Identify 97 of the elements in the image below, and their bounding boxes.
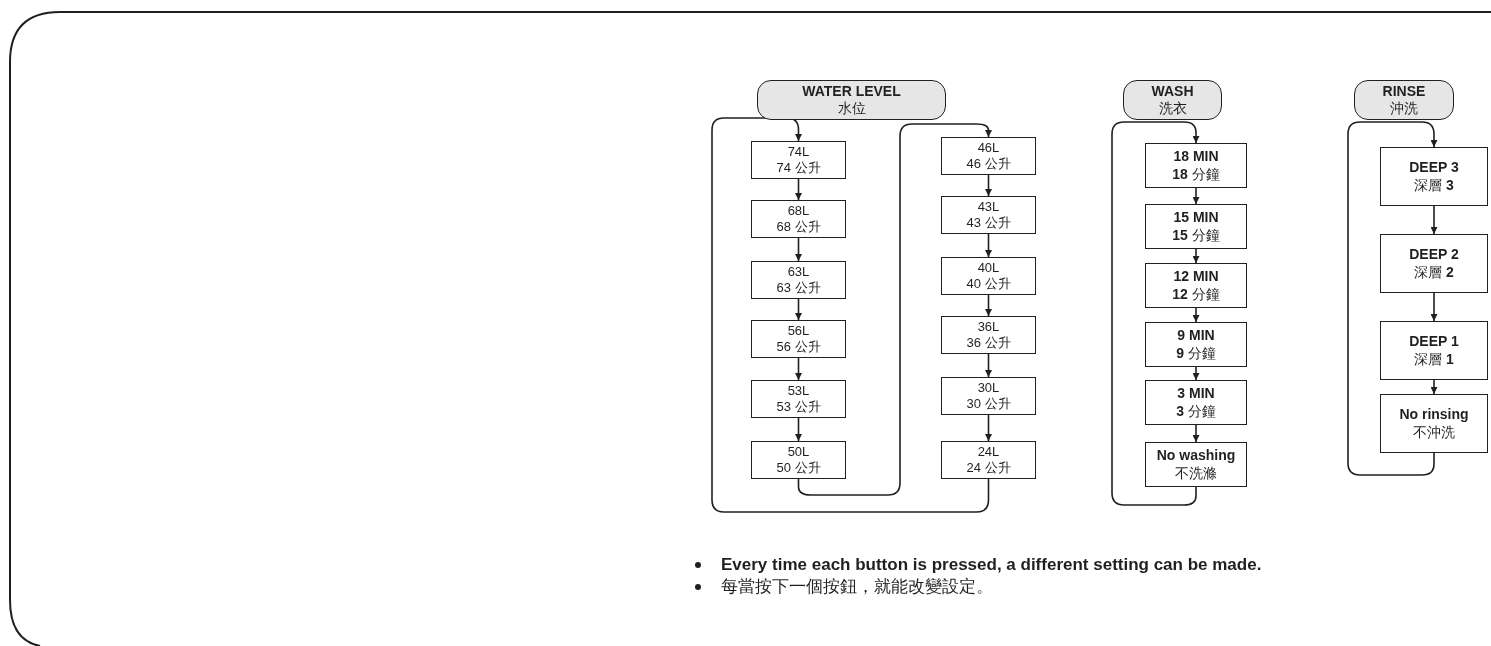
chinese-label: 洗衣 <box>1158 100 1187 118</box>
setting-box <box>1145 143 1247 188</box>
setting-name: 50L <box>787 443 810 460</box>
setting-name: 43L <box>977 198 1000 215</box>
setting-name: 12 MIN <box>1173 268 1219 286</box>
setting-box <box>751 441 846 479</box>
button-label-box <box>1123 80 1222 120</box>
arrow <box>795 178 802 201</box>
chinese-label: 深層 1 <box>1414 350 1454 368</box>
setting-name: 63L <box>787 263 810 280</box>
note-text: 每當按下一個按鈕，就能改變設定。 <box>721 576 993 598</box>
setting-box <box>751 380 846 418</box>
setting-name: DEEP 3 <box>1409 159 1459 177</box>
arrow <box>795 237 802 262</box>
setting-box <box>751 200 846 238</box>
chinese-label: 43 公升 <box>966 215 1011 232</box>
chinese-label: 40 公升 <box>966 276 1011 293</box>
setting-name: 9 MIN <box>1177 327 1215 345</box>
chinese-label: 56 公升 <box>776 339 821 356</box>
setting-name: DEEP 2 <box>1409 246 1459 264</box>
setting-name: 24L <box>977 443 1000 460</box>
arrow <box>795 357 802 381</box>
chinese-label: 36 公升 <box>966 335 1011 352</box>
chinese-label: 74 公升 <box>776 160 821 177</box>
setting-name: 36L <box>977 318 1000 335</box>
chinese-label: 18 分鐘 <box>1172 165 1220 183</box>
chinese-label: 9 分鐘 <box>1176 344 1216 362</box>
arrow <box>985 414 992 442</box>
arrow <box>795 417 802 442</box>
arrow <box>985 174 992 197</box>
setting-box <box>1380 234 1488 293</box>
setting-box <box>1145 322 1247 367</box>
chinese-label: 水位 <box>837 100 866 118</box>
setting-box <box>941 137 1036 175</box>
arrow <box>1192 248 1200 264</box>
arrow <box>985 233 992 258</box>
setting-name: No washing <box>1156 447 1236 465</box>
chinese-label: 深層 2 <box>1414 263 1454 281</box>
chinese-label: 63 公升 <box>776 280 821 297</box>
button-label-box <box>757 80 946 120</box>
setting-box <box>751 261 846 299</box>
setting-name: 74L <box>787 143 810 160</box>
setting-name: 68L <box>787 202 810 219</box>
chinese-label: 12 分鐘 <box>1172 285 1220 303</box>
setting-box <box>751 320 846 358</box>
arrow <box>1192 366 1200 381</box>
setting-box <box>941 316 1036 354</box>
setting-box <box>1145 204 1247 249</box>
chinese-label: 不洗滌 <box>1175 464 1217 482</box>
setting-name: 40L <box>977 259 1000 276</box>
arrow <box>1430 379 1438 395</box>
setting-name: 30L <box>977 379 1000 396</box>
setting-name: 53L <box>787 382 810 399</box>
setting-box <box>1145 442 1247 487</box>
arrow <box>1347 121 1438 476</box>
setting-box <box>941 196 1036 234</box>
chinese-label: 46 公升 <box>966 156 1011 173</box>
setting-box <box>941 441 1036 479</box>
setting-name: 56L <box>787 322 810 339</box>
chinese-label: 15 分鐘 <box>1172 226 1220 244</box>
setting-box <box>941 377 1036 415</box>
setting-box <box>1380 394 1488 453</box>
chinese-label: 深層 3 <box>1414 176 1454 194</box>
note-text: Every time each button is pressed, a different setting can be made. <box>721 554 1262 576</box>
setting-box <box>1145 263 1247 308</box>
chinese-label: 不沖洗 <box>1413 423 1455 441</box>
setting-name: 18 MIN <box>1173 148 1219 166</box>
arrow <box>1192 307 1200 323</box>
setting-name: 3 MIN <box>1177 385 1215 403</box>
setting-box <box>751 141 846 179</box>
setting-name: No rinsing <box>1399 406 1469 424</box>
setting-box <box>1380 147 1488 206</box>
setting-name: DEEP 1 <box>1409 333 1459 351</box>
arrow <box>985 353 992 378</box>
setting-name: RINSE <box>1382 82 1426 100</box>
chinese-label: 沖洗 <box>1390 100 1418 118</box>
chinese-label: 30 公升 <box>966 396 1011 413</box>
chinese-label: 3 分鐘 <box>1176 402 1216 420</box>
chinese-label: 68 公升 <box>776 219 821 236</box>
arrow <box>711 117 990 513</box>
setting-box <box>941 257 1036 295</box>
chinese-label: 53 公升 <box>776 399 821 416</box>
setting-name: 46L <box>977 139 1000 156</box>
setting-box <box>1145 380 1247 425</box>
setting-box <box>1380 321 1488 380</box>
arrow <box>1192 424 1200 443</box>
arrow <box>1430 292 1438 322</box>
arrow <box>985 294 992 317</box>
chinese-label: 50 公升 <box>776 460 821 477</box>
arrow <box>795 298 802 321</box>
button-label-box <box>1354 80 1454 120</box>
setting-name: WASH <box>1151 82 1194 100</box>
setting-name: WATER LEVEL <box>802 82 901 100</box>
chinese-label: 24 公升 <box>966 460 1011 477</box>
setting-name: 15 MIN <box>1173 209 1219 227</box>
arrow <box>1430 205 1438 235</box>
arrow <box>1192 187 1200 205</box>
